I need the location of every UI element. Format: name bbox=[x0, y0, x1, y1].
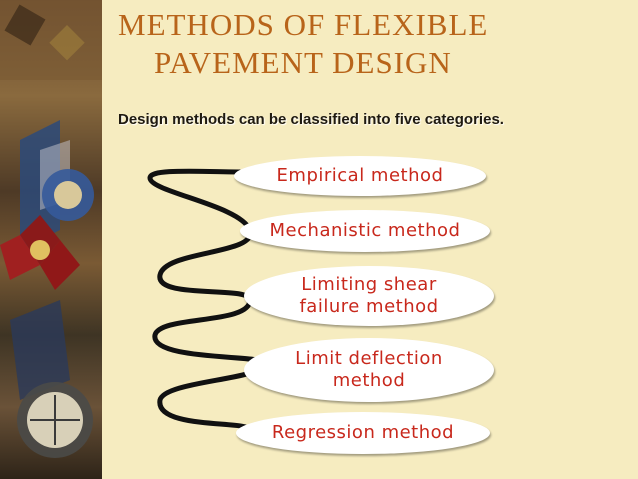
method-limiting-shear: Limiting shear failure method bbox=[244, 266, 494, 326]
method-limit-deflection: Limit deflection method bbox=[244, 338, 494, 402]
slide-subtitle: Design methods can be classified into fi… bbox=[118, 111, 504, 128]
slide-title: METHODS OF FLEXIBLE PAVEMENT DESIGN bbox=[118, 6, 618, 82]
method-limit-deflection-line1: Limit deflection bbox=[295, 348, 443, 369]
method-empirical: Empirical method bbox=[234, 156, 486, 196]
method-limiting-shear-line2: failure method bbox=[299, 296, 439, 317]
method-empirical-label: Empirical method bbox=[276, 165, 444, 186]
method-regression-label: Regression method bbox=[271, 422, 455, 443]
title-line-1: METHODS OF FLEXIBLE bbox=[118, 7, 489, 42]
method-limit-deflection-line2: method bbox=[332, 370, 406, 391]
decorative-medal-image bbox=[0, 0, 102, 479]
method-mechanistic: Mechanistic method bbox=[240, 210, 490, 252]
title-line-2: PAVEMENT DESIGN bbox=[154, 45, 452, 80]
method-regression: Regression method bbox=[236, 412, 490, 454]
method-mechanistic-label: Mechanistic method bbox=[269, 220, 461, 241]
method-limiting-shear-line1: Limiting shear bbox=[301, 274, 437, 295]
